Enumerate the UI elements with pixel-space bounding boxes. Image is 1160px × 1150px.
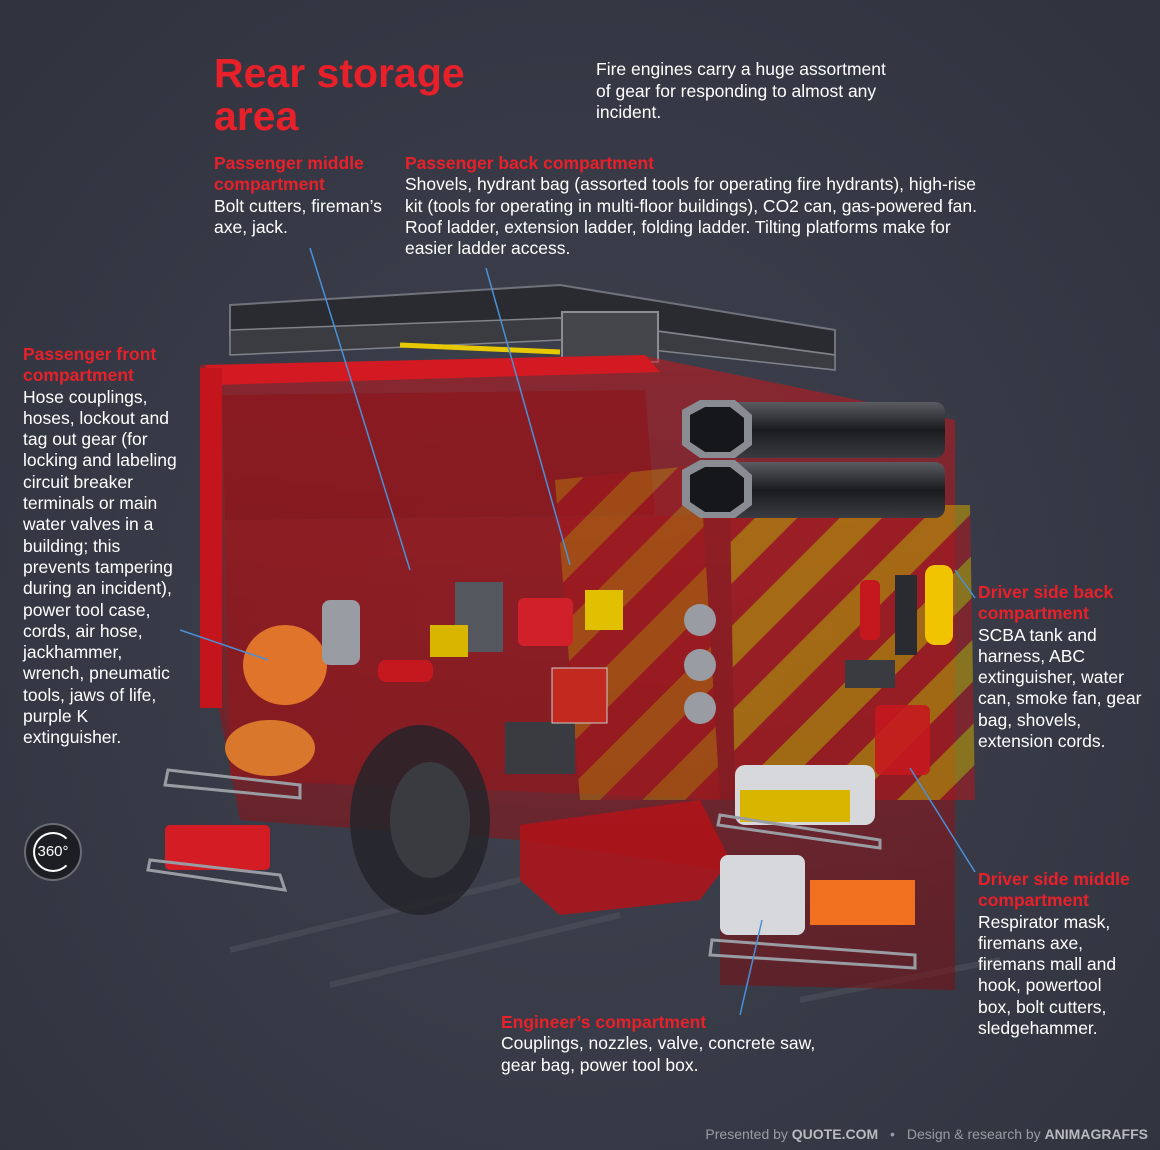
- label-body: Hose couplings, hoses, lockout and tag o…: [23, 386, 177, 748]
- label-driver-middle: Driver side middle compartment Respirato…: [978, 869, 1138, 1039]
- label-body: Couplings, nozzles, valve, concrete saw,…: [501, 1033, 816, 1075]
- roof-ladders: [229, 283, 836, 371]
- label-heading: Driver side back compartment: [978, 582, 1114, 624]
- credits-quote-link[interactable]: QUOTE.COM: [791, 1126, 879, 1142]
- label-heading: Passenger middle compartment: [214, 153, 364, 195]
- rotate-360-label: 360°: [37, 843, 69, 860]
- credits-presented-by: Presented by: [705, 1126, 788, 1142]
- callout-lines: [179, 247, 976, 1016]
- hose-rolls: [682, 400, 945, 518]
- label-passenger-middle: Passenger middle compartment Bolt cutter…: [214, 153, 384, 238]
- label-engineer: Engineer’s compartment Couplings, nozzle…: [501, 1012, 846, 1076]
- label-heading: Passenger front compartment: [23, 344, 157, 386]
- equipment-items: [165, 565, 953, 935]
- label-passenger-front: Passenger front compartment Hose couplin…: [23, 344, 185, 749]
- label-body: Shovels, hydrant bag (assorted tools for…: [405, 174, 977, 259]
- page-title: Rear storage area: [214, 50, 465, 139]
- label-passenger-back: Passenger back compartment Shovels, hydr…: [405, 153, 995, 259]
- label-heading: Engineer’s compartment: [501, 1012, 707, 1032]
- credits-separator: •: [890, 1126, 895, 1142]
- credits: Presented by QUOTE.COM • Design & resear…: [705, 1126, 1148, 1142]
- intro-text: Fire engines carry a huge assortment of …: [596, 59, 886, 122]
- label-body: SCBA tank and harness, ABC extinguisher,…: [978, 624, 1142, 752]
- credits-animagraffs-link[interactable]: ANIMAGRAFFS: [1044, 1126, 1148, 1142]
- label-driver-back: Driver side back compartment SCBA tank a…: [978, 582, 1143, 752]
- label-body: Respirator mask, firemans axe, firemans …: [978, 911, 1117, 1039]
- label-body: Bolt cutters, fireman’s axe, jack.: [214, 195, 382, 237]
- credits-design: Design & research by: [906, 1126, 1041, 1142]
- label-heading: Driver side middle compartment: [978, 869, 1130, 911]
- label-heading: Passenger back compartment: [405, 153, 654, 173]
- tilting-platforms: [146, 768, 917, 970]
- rotate-icon: [33, 832, 73, 872]
- rotate-360-button[interactable]: 360°: [24, 823, 82, 881]
